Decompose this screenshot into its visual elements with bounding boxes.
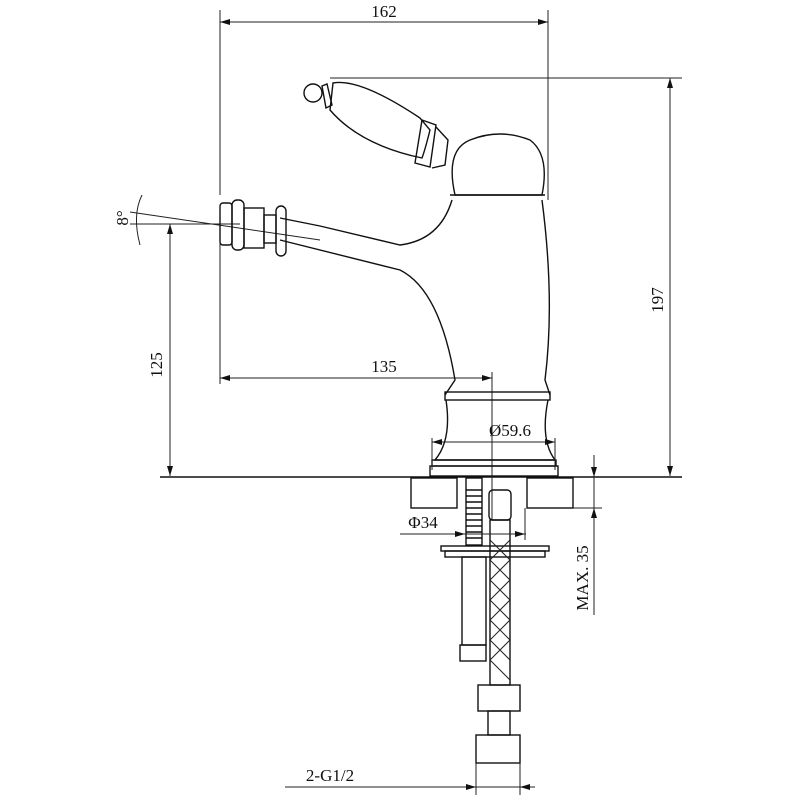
label-162: 162 — [371, 2, 397, 21]
mounting-hardware — [440, 477, 550, 764]
dimension-135: 135 — [219, 240, 493, 520]
label-8-degree: 8° — [113, 210, 132, 225]
dimension-59-6: Ø59.6 — [431, 421, 556, 470]
label-34: Φ34 — [408, 513, 438, 532]
dimension-34: Φ34 — [400, 508, 526, 540]
label-135: 135 — [371, 357, 397, 376]
label-max-35: MAX. 35 — [573, 545, 592, 610]
dimension-max-35: MAX. 35 — [573, 455, 602, 615]
dimension-connection: 2-G1/2 — [285, 763, 535, 795]
label-connection: 2-G1/2 — [306, 766, 354, 785]
dimension-162: 162 — [219, 2, 549, 200]
dimension-125: 125 — [147, 223, 240, 476]
deck-section — [410, 477, 574, 509]
label-197: 197 — [648, 287, 667, 313]
faucet-body — [219, 81, 559, 477]
dimension-angle: 8° — [113, 194, 321, 246]
label-59-6: Ø59.6 — [489, 421, 531, 440]
label-125: 125 — [147, 352, 166, 378]
dimension-197: 197 — [330, 77, 682, 476]
